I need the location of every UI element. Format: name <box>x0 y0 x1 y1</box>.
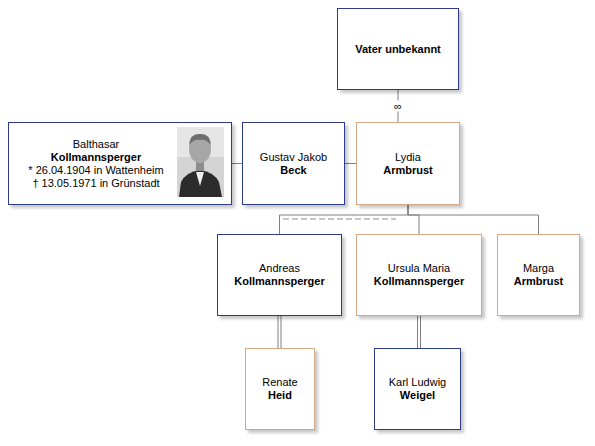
person-box: AndreasKollmannsperger <box>217 234 342 316</box>
person-box: BalthasarKollmannsperger* 26.04.1904 in … <box>8 122 232 205</box>
connector-line <box>417 316 418 348</box>
person-box: Karl LudwigWeigel <box>374 348 461 430</box>
person-text: † 13.05.1971 in Grünstadt <box>28 177 163 190</box>
connector-line <box>280 205 409 234</box>
connector <box>418 316 421 348</box>
text-group: AndreasKollmannsperger <box>234 262 324 288</box>
person-box: Gustav JakobBeck <box>242 122 345 205</box>
connector-line <box>281 316 282 348</box>
photo-collar <box>196 172 204 186</box>
person-box: MargaArmbrust <box>497 234 580 316</box>
surname: Kollmannsperger <box>374 275 464 288</box>
surname: Weigel <box>389 389 446 402</box>
connector <box>408 205 539 234</box>
text-group: BalthasarKollmannsperger* 26.04.1904 in … <box>28 138 163 190</box>
connector <box>232 163 242 164</box>
text-group: RenateHeid <box>262 376 297 402</box>
photo-ground <box>177 127 224 197</box>
connector <box>345 163 356 164</box>
person-text: Ursula Maria <box>374 262 464 275</box>
text-group: Ursula MariaKollmannsperger <box>374 262 464 288</box>
person-text: Lydia <box>383 151 433 164</box>
surname: Kollmannsperger <box>234 275 324 288</box>
person-text: Karl Ludwig <box>389 376 446 389</box>
portrait-photo <box>177 127 224 197</box>
photo-body <box>179 170 222 197</box>
marriage-symbol: ∞ <box>392 101 404 112</box>
person-box: Vater unbekannt <box>337 8 459 90</box>
person-box: RenateHeid <box>245 348 315 430</box>
text-group: Karl LudwigWeigel <box>389 376 446 402</box>
person-text: Renate <box>262 376 297 389</box>
person-box: LydiaArmbrust <box>356 122 460 205</box>
text-group: Vater unbekannt <box>355 43 441 56</box>
connector <box>278 316 281 348</box>
connector-line <box>345 163 356 164</box>
person-text: Gustav Jakob <box>260 151 327 164</box>
connector-line <box>278 316 279 348</box>
surname: Vater unbekannt <box>355 43 441 56</box>
surname: Armbrust <box>383 164 433 177</box>
text-group: MargaArmbrust <box>514 262 564 288</box>
text-group: LydiaArmbrust <box>383 151 433 177</box>
surname: Heid <box>262 389 297 402</box>
connector <box>408 205 419 234</box>
person-text: Balthasar <box>28 138 163 151</box>
dashed-line <box>283 219 396 220</box>
text-group: Gustav JakobBeck <box>260 151 327 177</box>
connector-line <box>408 205 539 234</box>
person-text: Marga <box>514 262 564 275</box>
surname: Beck <box>260 164 327 177</box>
connector-line <box>232 163 242 164</box>
person-text: Andreas <box>234 262 324 275</box>
photo-hair <box>189 134 211 145</box>
surname: Armbrust <box>514 275 564 288</box>
connector <box>280 205 409 234</box>
connector-line <box>420 316 421 348</box>
person-text: * 26.04.1904 in Wattenheim <box>28 164 163 177</box>
person-box: Ursula MariaKollmannsperger <box>356 234 482 316</box>
connector-line <box>408 205 419 234</box>
surname: Kollmannsperger <box>28 151 163 164</box>
